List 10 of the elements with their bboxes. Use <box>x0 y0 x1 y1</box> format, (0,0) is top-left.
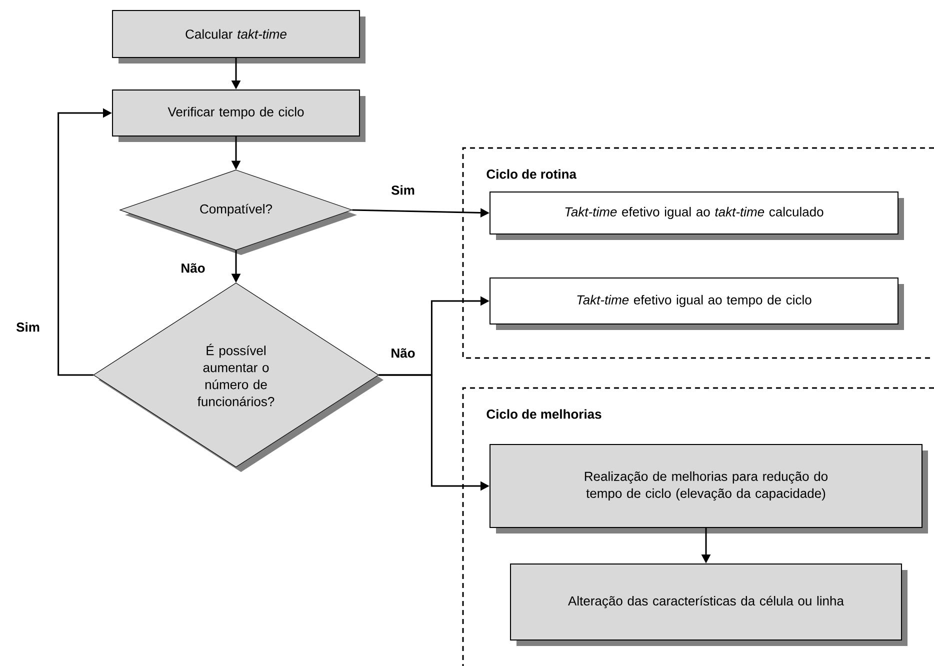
edge-label: Sim <box>390 184 416 196</box>
process-box: Realização de melhorias para redução do tempo de ciclo (elevação da capacidade) <box>490 444 928 534</box>
process-box: Alteração das características da célula ou linha <box>510 564 908 646</box>
process-box: Takt-time efetivo igual ao tempo de ciclo <box>490 278 904 330</box>
edge-label: Não <box>180 262 206 274</box>
edge-label: Sim <box>15 321 41 333</box>
process-box: Verificar tempo de ciclo <box>112 90 366 142</box>
process-box: Takt-time efetivo igual ao takt-time calculado <box>490 192 904 240</box>
edge-label: Não <box>390 347 416 359</box>
process-box: Calcular takt-time <box>112 10 366 64</box>
